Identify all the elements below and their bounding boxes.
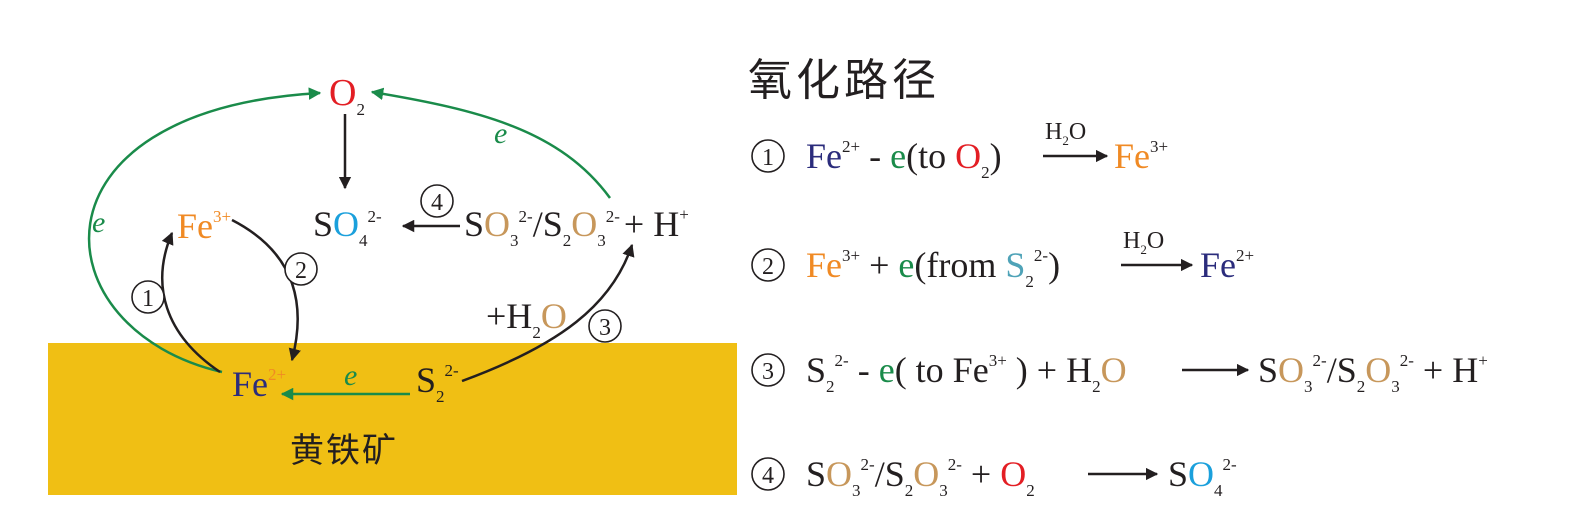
svg-text:Fe3+ + e(from S22-): Fe3+ + e(from S22-) xyxy=(806,245,1060,291)
svg-text:3: 3 xyxy=(599,315,611,341)
species-water-add: +H2O xyxy=(486,296,567,342)
electron-label-left: e xyxy=(92,206,105,239)
arrow-step1 xyxy=(161,231,221,374)
electron-label-right: e xyxy=(494,117,507,150)
svg-text:SO32-/S2O32- + O2: SO32-/S2O32- + O2 xyxy=(806,454,1035,500)
svg-text:1: 1 xyxy=(142,286,154,312)
equation-1: 1 Fe2+ - e(to O2) H2O Fe3+ xyxy=(751,119,1168,182)
arrow-step3 xyxy=(461,243,635,383)
equation-3: 3 S22- - e( to Fe3+ ) + H2O SO32-/S2O32-… xyxy=(751,350,1488,396)
svg-text:SO42-: SO42- xyxy=(1168,454,1237,500)
svg-text:Fe3+: Fe3+ xyxy=(1114,136,1168,176)
svg-text:Fe2+: Fe2+ xyxy=(1200,245,1254,285)
species-o2: O2 xyxy=(329,72,365,119)
species-fe3: Fe3+ xyxy=(177,206,231,246)
svg-text:S22- - e( to Fe3+ ) + H2O: S22- - e( to Fe3+ ) + H2O xyxy=(806,350,1127,396)
svg-text:H2O: H2O xyxy=(1123,228,1164,257)
species-intermediates: SO32-/S2O32-+ H+ xyxy=(464,204,689,250)
legend-title: 氧化路径 xyxy=(748,56,940,105)
step-marker-4: 4 xyxy=(420,184,454,218)
equation-2: 2 Fe3+ + e(from S22-) H2O Fe2+ xyxy=(751,228,1254,291)
svg-text:H2O: H2O xyxy=(1045,119,1086,148)
step-marker-2: 2 xyxy=(284,252,318,286)
electron-path-right xyxy=(370,87,612,199)
svg-text:2: 2 xyxy=(295,258,307,284)
species-s2: S22- xyxy=(416,360,459,406)
step-marker-1: 1 xyxy=(131,280,165,314)
svg-text:SO32-/S2O32- + H+: SO32-/S2O32- + H+ xyxy=(1258,350,1488,396)
svg-text:1: 1 xyxy=(762,145,774,171)
equation-4: 4 SO32-/S2O32- + O2 SO42- xyxy=(751,454,1237,500)
pyrite-label: 黄铁矿 xyxy=(290,432,398,470)
electron-label-bottom: e xyxy=(344,359,357,392)
species-so4: SO42- xyxy=(313,204,382,250)
svg-text:4: 4 xyxy=(762,463,774,489)
species-fe2: Fe2+ xyxy=(232,364,286,404)
electron-path-left xyxy=(87,87,322,374)
arrow-step2 xyxy=(231,218,301,362)
pyrite-block xyxy=(48,343,737,495)
svg-text:Fe2+ - e(to O2): Fe2+ - e(to O2) xyxy=(806,136,1002,182)
svg-text:4: 4 xyxy=(431,190,443,216)
svg-text:2: 2 xyxy=(762,254,774,280)
svg-text:3: 3 xyxy=(762,359,774,385)
step-marker-3: 3 xyxy=(588,309,622,343)
